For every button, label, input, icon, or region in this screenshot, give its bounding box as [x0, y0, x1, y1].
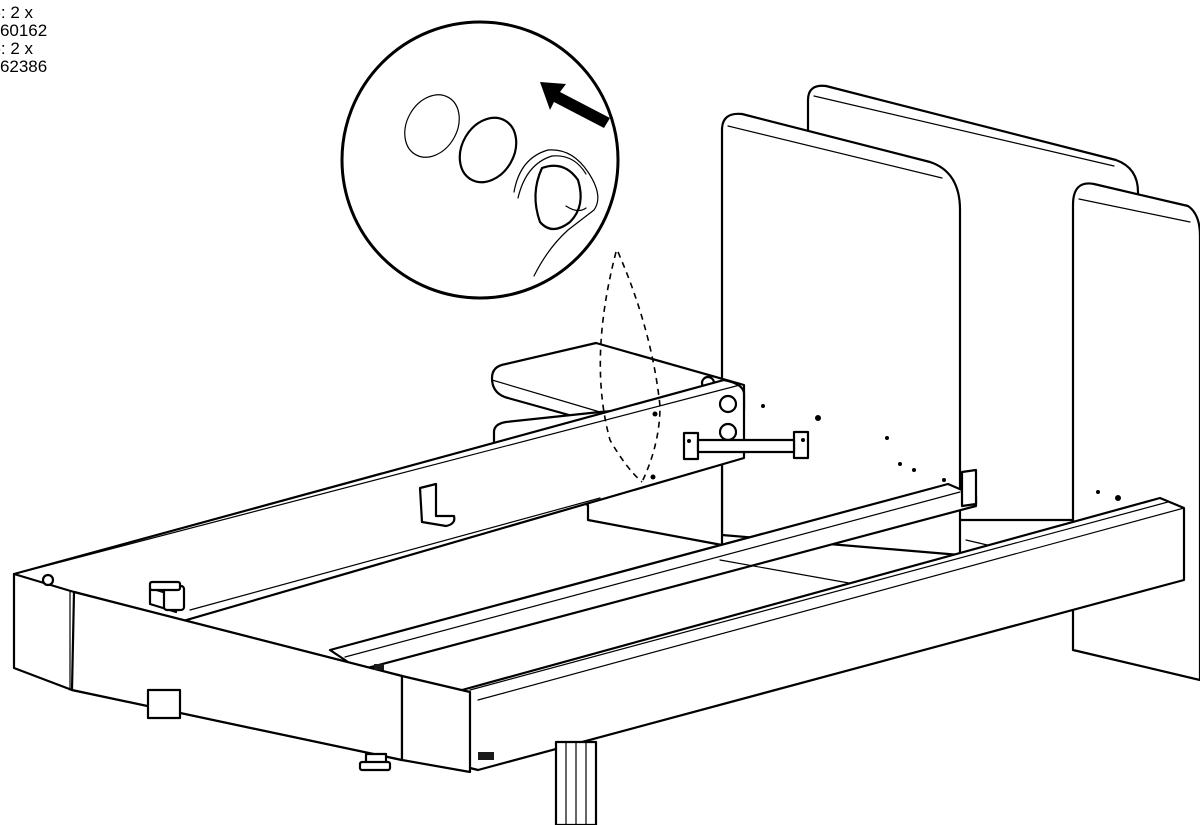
- front-rail: [460, 496, 1186, 772]
- leveling-foot: [146, 688, 392, 772]
- center-side-panel: [720, 112, 962, 557]
- part-quantity: 06: 2 x: [0, 3, 34, 22]
- support-leg: [554, 740, 598, 825]
- parts-list: 06: 2 x F. 60162 26: 2 x F. 62386: [0, 4, 47, 76]
- part-reference: F. 62386: [0, 57, 48, 76]
- direction-arrow-icon: [540, 82, 610, 128]
- part-quantity: 26: 2 x: [0, 39, 34, 58]
- clamp: [148, 580, 186, 614]
- end-block: [12, 572, 494, 774]
- side-rail: [12, 378, 746, 657]
- detail-magnifier: [340, 20, 620, 300]
- detail-callout-lines: [599, 251, 661, 483]
- corner-bracket: [418, 468, 978, 528]
- part-reference: F. 60162: [0, 21, 48, 40]
- mounting-bracket: [682, 430, 810, 461]
